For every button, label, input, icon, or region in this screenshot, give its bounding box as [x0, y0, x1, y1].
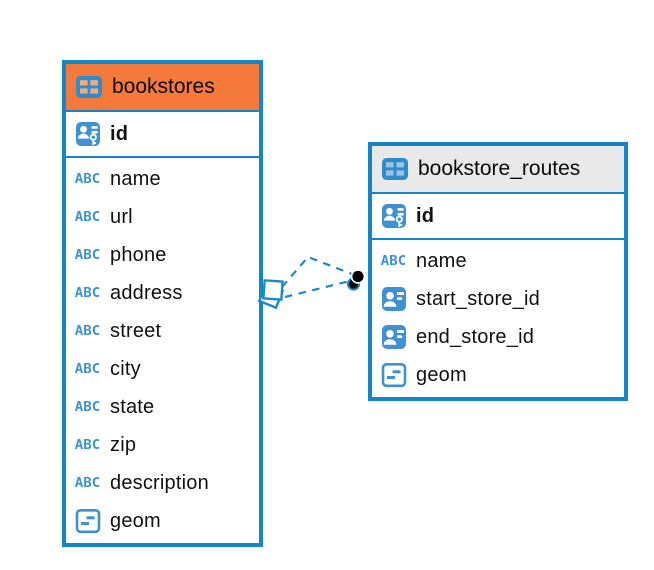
- table-bookstores-header[interactable]: bookstores: [66, 64, 259, 112]
- column-row[interactable]: ABC description: [66, 464, 259, 502]
- text-icon: ABC: [74, 323, 101, 339]
- primary-key-section: id: [66, 112, 259, 158]
- one-end-marker-dots[interactable]: [346, 269, 366, 291]
- column-name: start_store_id: [416, 287, 540, 310]
- column-name: zip: [110, 433, 137, 456]
- column-name: end_store_id: [416, 325, 535, 348]
- table-title: bookstores: [112, 75, 215, 98]
- primary-key-icon: [378, 203, 409, 229]
- text-icon: ABC: [74, 475, 101, 491]
- primary-key-section: id: [372, 194, 624, 240]
- column-row[interactable]: ABC street: [66, 312, 259, 350]
- column-row[interactable]: ABC address: [66, 274, 259, 312]
- column-name: address: [110, 281, 183, 304]
- column-row[interactable]: ABC name: [372, 242, 624, 280]
- column-row[interactable]: end_store_id: [372, 318, 624, 356]
- column-row[interactable]: id: [66, 112, 259, 156]
- column-name: state: [110, 395, 155, 418]
- fields-section: ABC name ABC url ABC phone ABC address A…: [66, 158, 259, 543]
- table-icon: [379, 156, 410, 182]
- column-row[interactable]: ABC zip: [66, 426, 259, 464]
- column-row[interactable]: id: [372, 194, 624, 238]
- column-row[interactable]: ABC city: [66, 350, 259, 388]
- geometry-icon: [72, 508, 103, 534]
- table-bookstores[interactable]: bookstores id ABC name ABC url ABC phone…: [62, 60, 263, 547]
- table-icon: [73, 74, 104, 100]
- relation-line-upper[interactable]: [281, 255, 353, 288]
- column-name: url: [110, 205, 133, 228]
- foreign-key-icon: [378, 286, 409, 312]
- text-icon: ABC: [74, 399, 101, 415]
- text-icon: ABC: [74, 171, 101, 187]
- column-name: street: [110, 319, 162, 342]
- column-name: description: [110, 471, 209, 494]
- column-name: geom: [416, 363, 467, 386]
- text-icon: ABC: [74, 285, 101, 301]
- foreign-key-icon: [378, 324, 409, 350]
- column-row[interactable]: start_store_id: [372, 280, 624, 318]
- column-name: name: [110, 167, 161, 190]
- column-name: id: [110, 122, 129, 145]
- table-bookstore-routes-header[interactable]: bookstore_routes: [372, 146, 624, 194]
- column-row[interactable]: ABC state: [66, 388, 259, 426]
- column-name: id: [416, 204, 435, 227]
- text-icon: ABC: [74, 247, 101, 263]
- column-name: phone: [110, 243, 167, 266]
- column-row[interactable]: ABC phone: [66, 236, 259, 274]
- column-row[interactable]: geom: [372, 356, 624, 394]
- primary-key-icon: [72, 121, 103, 147]
- column-row[interactable]: ABC url: [66, 198, 259, 236]
- text-icon: ABC: [380, 253, 407, 269]
- table-title: bookstore_routes: [418, 157, 581, 180]
- relation-line-lower[interactable]: [284, 279, 351, 299]
- column-name: city: [110, 357, 141, 380]
- column-row[interactable]: geom: [66, 502, 259, 540]
- table-bookstore-routes[interactable]: bookstore_routes id ABC name start_store…: [368, 142, 628, 401]
- column-name: name: [416, 249, 467, 272]
- text-icon: ABC: [74, 437, 101, 453]
- column-row[interactable]: ABC name: [66, 160, 259, 198]
- geometry-icon: [378, 362, 409, 388]
- column-name: geom: [110, 509, 161, 532]
- fields-section: ABC name start_store_id end_store_id geo…: [372, 240, 624, 397]
- text-icon: ABC: [74, 209, 101, 225]
- text-icon: ABC: [74, 361, 101, 377]
